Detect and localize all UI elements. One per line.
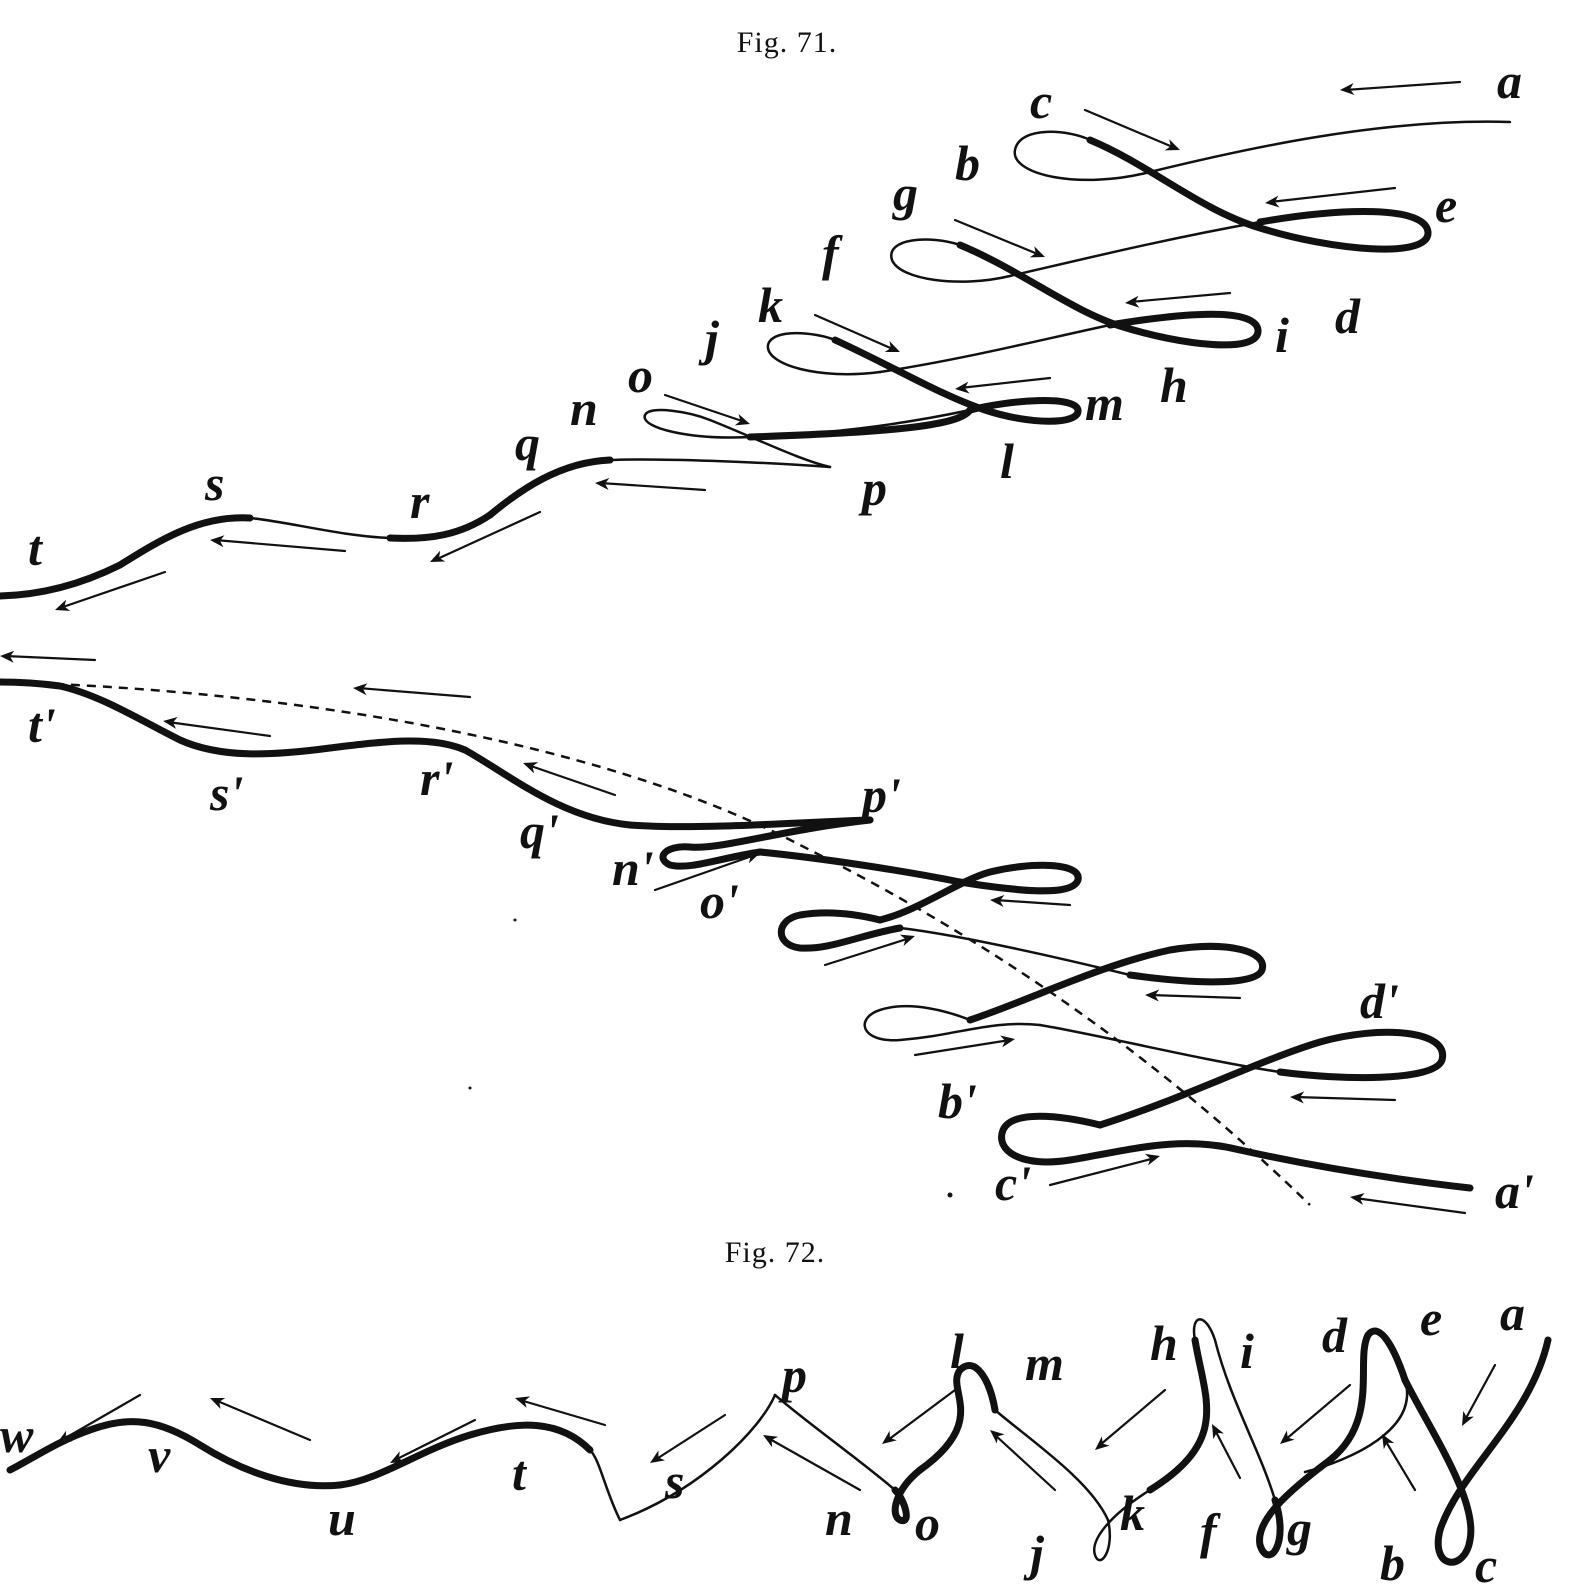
fig71-title: Fig. 71.: [737, 26, 838, 59]
label72-e: e: [1420, 1290, 1442, 1346]
fig71-lower-curve: [0, 678, 1474, 1206]
stray-dot: [513, 918, 517, 922]
label-j: j: [698, 310, 720, 366]
label-h: h: [1160, 357, 1188, 413]
stray-dot: [468, 1086, 472, 1090]
label-r-prime: r': [420, 750, 453, 806]
label-l: l: [1000, 433, 1014, 489]
label-q-prime: q': [520, 803, 559, 859]
label72-m: m: [1025, 1335, 1064, 1391]
label-r: r: [410, 473, 430, 529]
label72-a: a: [1500, 1285, 1525, 1341]
fig71-upper-labels: a b c d e f g h i j k l m n o p q r s t: [28, 53, 1522, 576]
label-i: i: [1275, 307, 1289, 363]
fig71-upper-curve: [0, 120, 1512, 600]
label-o-prime: o': [700, 873, 739, 929]
label72-p: p: [778, 1347, 807, 1403]
label-c: c: [1030, 73, 1052, 129]
label72-f: f: [1200, 1503, 1221, 1559]
fig72-curve: [6, 1318, 1552, 1566]
label-m: m: [1085, 375, 1124, 431]
fig72-title: Fig. 72.: [725, 1236, 826, 1269]
label72-s: s: [664, 1453, 684, 1509]
label72-n: n: [825, 1490, 853, 1546]
label-e: e: [1435, 177, 1457, 233]
label-o: o: [628, 347, 653, 403]
label-a: a: [1497, 53, 1522, 109]
label-n-prime: n': [612, 840, 654, 896]
label-k: k: [758, 277, 783, 333]
label-g: g: [892, 165, 918, 221]
stray-dot: [947, 1192, 953, 1198]
fig72-arrows: [54, 1363, 1497, 1492]
label-t: t: [28, 520, 44, 576]
fig72-labels: a b c d e f g h i j k l m n o p s t u v …: [0, 1285, 1525, 1588]
label72-g: g: [1286, 1500, 1312, 1556]
label72-i: i: [1240, 1323, 1254, 1379]
label72-b: b: [1380, 1535, 1405, 1588]
label72-h: h: [1150, 1315, 1178, 1371]
label-q: q: [515, 415, 540, 471]
label-p: p: [858, 460, 887, 516]
label-d: d: [1335, 288, 1361, 344]
label-p-prime: p': [858, 767, 901, 823]
fig71-lower-arrows: [0, 650, 1467, 1215]
label72-d: d: [1322, 1307, 1348, 1363]
label72-j: j: [1023, 1525, 1045, 1581]
fig71-lower-labels: a' b' c' d' n' o' p' q' r' s' t': [28, 697, 1534, 1219]
label-b: b: [955, 135, 980, 191]
label-b-prime: b': [938, 1073, 977, 1129]
label-c-prime: c': [995, 1155, 1031, 1211]
label-s: s: [204, 455, 224, 511]
label-d-prime: d': [1360, 973, 1399, 1029]
label-n: n: [570, 380, 598, 436]
label-f: f: [822, 225, 843, 281]
label-s-prime: s': [209, 765, 243, 821]
label72-k: k: [1120, 1485, 1145, 1541]
label-a-prime: a': [1495, 1163, 1534, 1219]
label72-v: v: [148, 1427, 171, 1483]
fig71-upper-arrows: [52, 80, 1462, 616]
label72-w: w: [0, 1407, 34, 1463]
label-t-prime: t': [28, 697, 56, 753]
label72-u: u: [328, 1490, 356, 1546]
label72-c: c: [1475, 1537, 1497, 1588]
label72-t: t: [512, 1445, 528, 1501]
label72-o: o: [915, 1495, 940, 1551]
label72-l: l: [950, 1323, 964, 1379]
